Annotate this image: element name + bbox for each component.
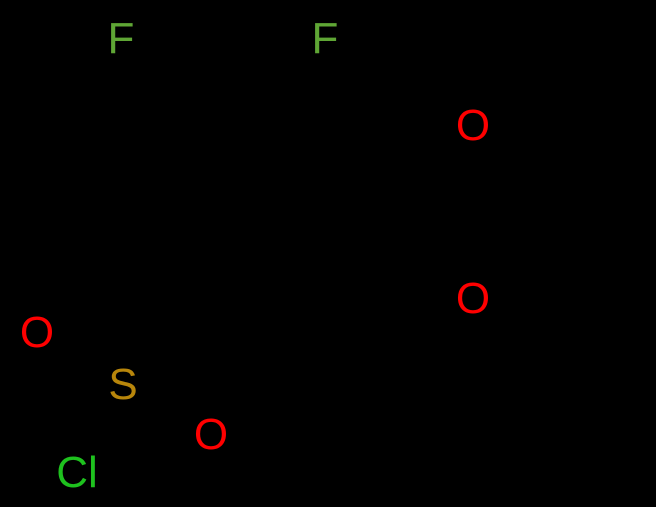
atom-label-oxygen: O xyxy=(455,101,491,150)
bond-line-double xyxy=(139,409,189,434)
bond-line xyxy=(119,70,224,132)
bond-group xyxy=(54,54,562,458)
atom-label-oxygen: O xyxy=(19,308,55,357)
bond-line xyxy=(220,70,327,132)
bond-line xyxy=(144,368,224,380)
bond-line xyxy=(427,130,457,290)
atom-label-oxygen: O xyxy=(455,274,491,323)
bond-line xyxy=(86,402,120,458)
atom-label-chlorine: Cl xyxy=(56,448,98,497)
bond-line xyxy=(220,308,327,372)
bond-line xyxy=(119,308,224,372)
atom-label-sulfur: S xyxy=(108,360,138,409)
atom-label-oxygen: O xyxy=(193,410,229,459)
atom-label-fluorine: F xyxy=(311,14,339,63)
bond-line xyxy=(135,400,198,430)
atom-label-fluorine: F xyxy=(107,14,135,63)
bond-line-double xyxy=(63,337,106,363)
bond-line xyxy=(488,303,562,332)
bond-line xyxy=(54,340,108,372)
bond-line-double xyxy=(127,83,209,132)
bond-line xyxy=(323,70,431,134)
bond-line-double xyxy=(432,129,456,140)
bond-line-double xyxy=(228,309,312,359)
bond-line xyxy=(427,122,457,134)
